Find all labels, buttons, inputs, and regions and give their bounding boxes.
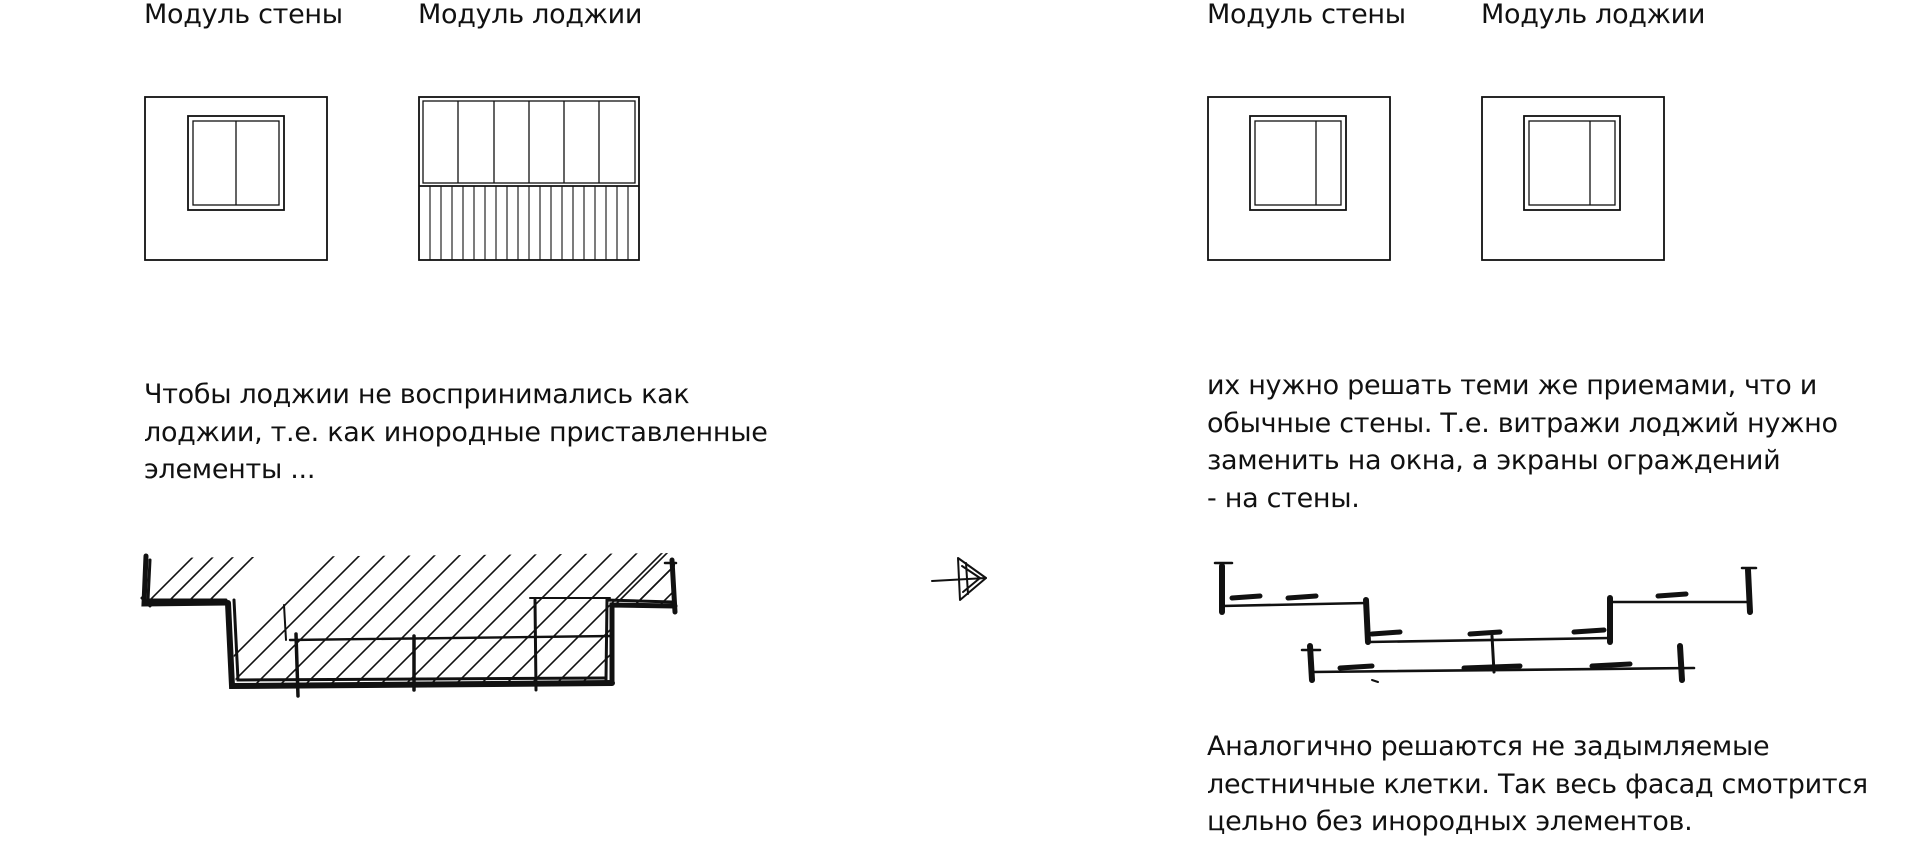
right-description-top-line: заменить на окна, а экраны ограждений [1207, 445, 1781, 476]
wall-module-left [144, 96, 328, 261]
left-description: Чтобы лоджии не воспринимались как лоджи… [144, 376, 768, 489]
label-wall-module-right: Модуль стены [1207, 0, 1406, 30]
plan-hatching [142, 553, 675, 687]
label-wall-module-left: Модуль стены [144, 0, 343, 30]
wall-module-right [1207, 96, 1391, 261]
arrow-right-icon [931, 557, 987, 601]
label-loggia-module-left: Модуль лоджии [418, 0, 643, 30]
right-description-top-line: - на стены. [1207, 482, 1360, 514]
plan-outline [140, 553, 678, 698]
loggia-module-right [1481, 96, 1665, 261]
loggia-plan-sketch-left [140, 553, 678, 698]
right-description-top: их нужно решать теми же приемами, что и … [1207, 367, 1838, 517]
right-description-bottom-line: Аналогично решаются не задымляемые [1207, 731, 1770, 762]
right-description-bottom: Аналогично решаются не задымляемые лестн… [1207, 728, 1868, 841]
left-description-line: лоджии, т.е. как инородные приставленные [144, 416, 768, 448]
loggia-plan-sketch-right [1213, 561, 1758, 683]
loggia-screen-hatching [429, 186, 629, 260]
label-loggia-module-right: Модуль лоджии [1481, 0, 1706, 30]
right-description-bottom-line: цельно без инородных элементов. [1207, 806, 1693, 837]
right-description-top-line: их нужно решать теми же приемами, что и [1207, 370, 1817, 401]
right-description-bottom-line: лестничные клетки. Так весь фасад смотри… [1207, 768, 1868, 800]
left-description-line: Чтобы лоджии не воспринимались как [144, 379, 690, 410]
left-description-line: элементы ... [144, 454, 316, 485]
right-description-top-line: обычные стены. Т.е. витражи лоджий нужно [1207, 407, 1838, 439]
loggia-module-left [418, 96, 640, 261]
